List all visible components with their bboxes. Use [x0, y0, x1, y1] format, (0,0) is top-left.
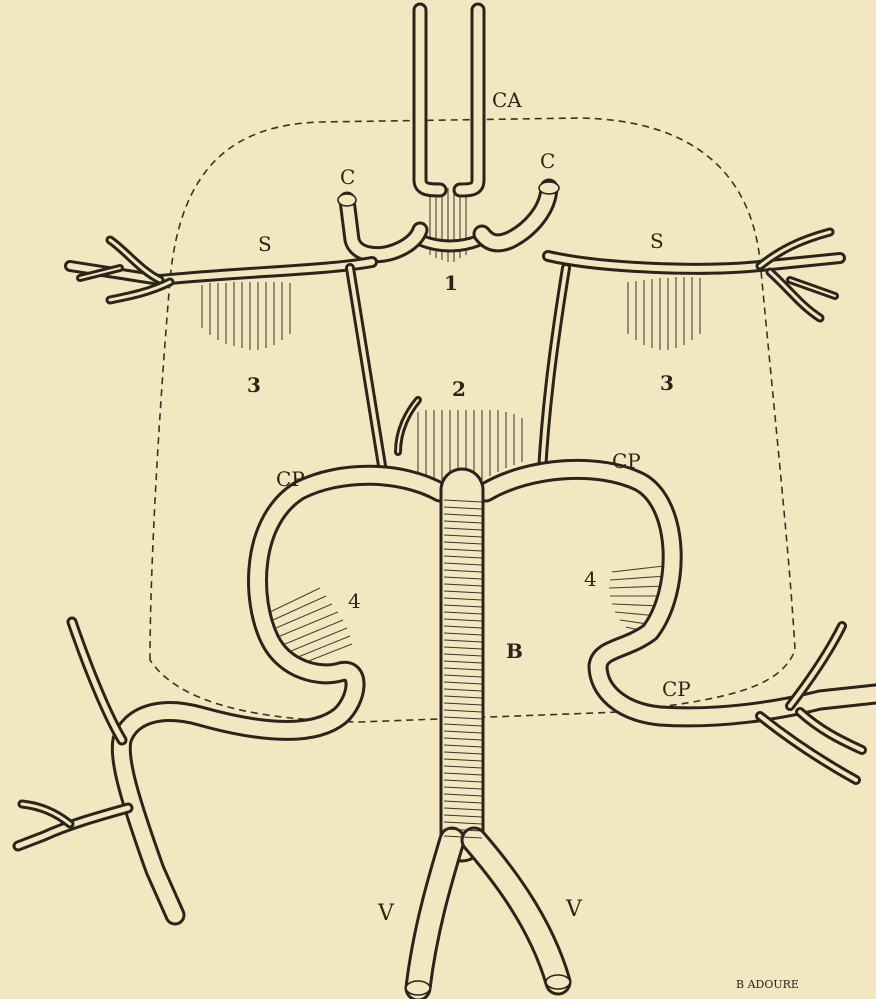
label-4-right: 4 — [584, 567, 597, 591]
label-cp-left: CP — [276, 467, 305, 491]
label-b: B — [506, 639, 523, 663]
label-cp-lower-right: CP — [662, 677, 691, 701]
label-ca: CA — [492, 88, 522, 112]
engraver-signature: B ADOURE — [736, 978, 799, 991]
label-s-right: S — [650, 229, 664, 253]
vertebral-right-opening — [546, 975, 570, 989]
vertebral-left-opening — [406, 981, 430, 995]
label-1: 1 — [444, 271, 458, 295]
label-cp-right: CP — [612, 449, 641, 473]
carotid-left-opening — [338, 194, 356, 206]
label-3-right: 3 — [660, 371, 674, 395]
label-3-left: 3 — [247, 373, 261, 397]
label-4-left: 4 — [348, 589, 361, 613]
label-s-left: S — [258, 232, 272, 256]
label-c-right: C — [540, 149, 555, 173]
carotid-right-opening — [539, 182, 559, 194]
label-v-right: V — [565, 897, 583, 922]
label-2: 2 — [452, 377, 466, 401]
label-v-left: V — [377, 901, 395, 926]
label-c-left: C — [340, 165, 355, 189]
